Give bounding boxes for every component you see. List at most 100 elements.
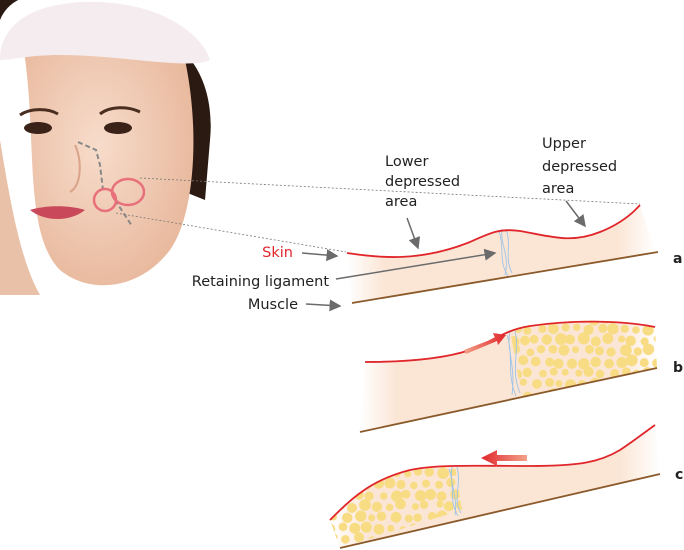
fat-globule (562, 391, 572, 397)
fat-globule (653, 335, 657, 343)
fat-globule (344, 490, 352, 498)
fat-globule (566, 358, 578, 369)
fat-globule (355, 471, 363, 479)
fat-globule (583, 366, 594, 377)
fat-globule (594, 346, 604, 356)
panel-a: a (346, 204, 682, 304)
fat-globule (617, 388, 630, 397)
skin-line (364, 320, 656, 363)
fat-globule (360, 521, 372, 533)
fat-globule (617, 381, 627, 391)
panel-b: b (359, 320, 683, 433)
lower-depressed-label: Lower depressed area (385, 154, 465, 210)
fat-globule (384, 477, 396, 489)
fat-globule (604, 358, 615, 369)
fat-globule (646, 391, 655, 397)
fat-globule (522, 367, 532, 378)
fat-globule (401, 489, 411, 499)
lower-depressed-pointer (406, 217, 421, 250)
fat-globule (397, 456, 407, 466)
muscle-line (359, 367, 658, 433)
guide-line-upper (139, 177, 641, 205)
fat-globule (539, 369, 547, 378)
panel-label-c: c (675, 467, 683, 483)
skin-pointer (301, 249, 339, 262)
fat-globule (364, 491, 374, 501)
fat-globule (404, 470, 412, 478)
fat-globule (590, 336, 601, 347)
fat-globule (414, 490, 427, 502)
fat-globule (620, 324, 629, 333)
fat-globule (652, 320, 657, 322)
tissue-fill (347, 205, 655, 303)
fat-globule (573, 323, 581, 331)
fat-globule (404, 514, 413, 523)
fat-globule (446, 477, 456, 488)
fat-globule (385, 503, 394, 512)
fat-shift-down-arrow (481, 450, 527, 466)
fat-globule (366, 469, 374, 478)
fat-globule (625, 354, 638, 367)
fat-globule (529, 334, 539, 344)
fat-shift-up-arrow (464, 333, 506, 354)
fat-globule (532, 378, 542, 389)
skin-label: Skin (262, 245, 293, 261)
fat-globule (518, 320, 528, 323)
fat-globule (432, 466, 440, 467)
fat-globule (424, 467, 434, 477)
fat-globule (355, 510, 367, 522)
fat-globule (541, 334, 553, 345)
fat-globule (542, 320, 554, 323)
muscle-line (351, 251, 659, 304)
fat-globule (628, 320, 637, 322)
fat-globule (330, 466, 340, 477)
fat-globule (572, 346, 580, 354)
fat-globule (548, 323, 559, 335)
fat-globule (571, 390, 582, 397)
fat-globule (443, 501, 454, 512)
fat-globule (577, 332, 590, 345)
fat-globule (425, 489, 437, 501)
fat-globule (548, 344, 558, 354)
fat-globule (561, 368, 569, 376)
fat-globule (575, 369, 583, 377)
fat-globule (558, 344, 570, 356)
fat-globule (598, 323, 608, 333)
fat-globule (336, 479, 345, 488)
fat-globule (607, 323, 619, 335)
fat-globule (555, 333, 567, 345)
fat-globule (616, 356, 628, 369)
fat-globule (349, 522, 361, 534)
fat-globule (580, 320, 589, 322)
fat-globule (330, 533, 338, 542)
fat-globule (338, 522, 348, 532)
fat-globule (510, 320, 516, 323)
fat-globule (583, 324, 594, 335)
fat-globule (342, 512, 353, 524)
guide-line-lower (115, 212, 347, 253)
fat-globule (520, 335, 530, 346)
upper-depressed-pointer (565, 200, 586, 228)
retaining-ligament-label: Retaining ligament (192, 274, 330, 290)
fat-globule (387, 524, 395, 532)
fat-globule (435, 480, 444, 489)
panel-label-a: a (673, 251, 682, 267)
fat-globule (606, 347, 616, 357)
fat-globule (363, 459, 370, 466)
fat-globule (618, 335, 626, 343)
fat-globule (444, 457, 453, 466)
fat-globule (380, 492, 388, 500)
fat-globule (354, 532, 365, 543)
fat-globule (633, 392, 643, 397)
upper-depressed-label: Upper depressed area (542, 136, 622, 197)
fat-globule (518, 355, 529, 366)
fat-globule (553, 358, 564, 369)
fat-globule (545, 377, 555, 387)
fat-globule (390, 511, 402, 523)
fat-globule (602, 333, 614, 344)
fat-globule (555, 379, 563, 388)
tissue-fill (360, 321, 657, 432)
fat-globule (341, 535, 350, 544)
fat-globule (545, 357, 555, 367)
